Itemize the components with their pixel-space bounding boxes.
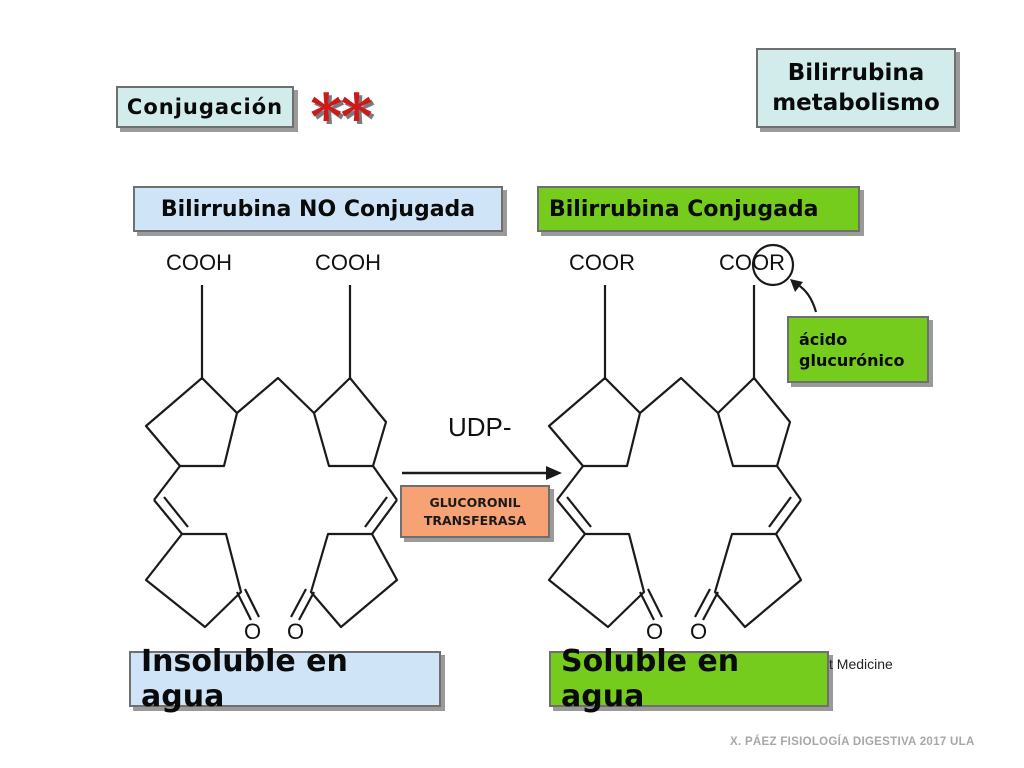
double-bond xyxy=(556,499,586,535)
carbonyl-bond xyxy=(647,588,663,618)
carbonyl-bond xyxy=(639,591,655,621)
carbonyl-bond xyxy=(298,591,315,621)
lactam-ring xyxy=(713,532,803,629)
soluble-label: Soluble en agua xyxy=(561,644,740,714)
carboxyl-label: COOH xyxy=(315,250,381,275)
methylene-bridge xyxy=(236,376,315,414)
ester-label: COOR xyxy=(719,250,785,275)
insoluble-box: Insoluble en agua xyxy=(129,644,441,714)
double-bond xyxy=(371,499,398,535)
pyrrole-ring xyxy=(716,376,792,468)
insoluble-label: Insoluble en agua xyxy=(141,644,348,714)
title-box: Bilirrubina metabolismo xyxy=(756,48,956,128)
reaction-arrow-head xyxy=(546,466,562,480)
enzyme-box: GLUCORONIL TRANSFERASA xyxy=(400,485,550,538)
annotation-arrow-head xyxy=(790,279,803,292)
carbonyl-bond xyxy=(702,591,719,621)
bond xyxy=(372,465,398,501)
conjugated-heading: Bilirrubina Conjugada xyxy=(549,196,819,222)
double-bond-inner xyxy=(768,496,792,528)
section-label: Conjugación xyxy=(126,95,284,119)
double-bond-inner xyxy=(364,496,388,528)
source-fragment: t Medicine xyxy=(829,656,893,672)
lactam-ring xyxy=(309,532,399,629)
unconjugated-heading: Bilirrubina NO Conjugada xyxy=(160,196,476,222)
pyrrole-ring xyxy=(547,376,642,468)
cofactor-label: UDP- xyxy=(448,412,512,442)
carbonyl-bond xyxy=(244,588,260,618)
double-bond xyxy=(775,499,802,535)
carbonyl-bond xyxy=(290,588,307,618)
bond xyxy=(153,465,181,501)
methylene-bridge xyxy=(639,376,719,414)
stars-mark: ** xyxy=(310,80,373,153)
conjugated-bilirubin-structure xyxy=(547,243,818,629)
conjugated-heading-box: Bilirrubina Conjugada xyxy=(537,186,860,232)
oxygen-label: O xyxy=(287,619,305,644)
pyrrole-ring xyxy=(144,376,239,468)
double-bond-inner xyxy=(163,496,189,528)
double-bond-inner xyxy=(566,496,592,528)
unconjugated-heading-box: Bilirrubina NO Conjugada xyxy=(133,186,503,232)
double-bond xyxy=(153,499,183,535)
annotation-arrow-line xyxy=(796,283,818,313)
glucuronic-acid-box: ácido glucurónico xyxy=(787,316,929,383)
lactam-ring xyxy=(547,532,646,629)
pyrrole-ring xyxy=(312,376,388,468)
enzyme-line-1: GLUCORONIL xyxy=(429,494,521,510)
unconjugated-bilirubin-structure xyxy=(144,285,399,629)
enzyme-line-2: TRANSFERASA xyxy=(423,512,527,528)
oxygen-label: O xyxy=(690,619,708,644)
soluble-box: Soluble en agua xyxy=(549,644,829,714)
section-label-box: Conjugación xyxy=(116,86,294,128)
carbonyl-bond xyxy=(236,591,252,621)
highlight-circle xyxy=(751,243,795,287)
oxygen-label: O xyxy=(244,619,262,644)
annotation-line-1: ácido xyxy=(799,329,848,349)
lactam-ring xyxy=(144,532,243,629)
bond xyxy=(776,465,802,501)
title-line-2: metabolismo xyxy=(772,90,940,116)
footer-credit: X. PÁEZ FISIOLOGÍA DIGESTIVA 2017 ULA xyxy=(730,736,975,748)
carboxyl-label: COOH xyxy=(166,250,232,275)
ester-label: COOR xyxy=(569,250,635,275)
title-line-1: Bilirrubina xyxy=(787,60,925,86)
carbonyl-bond xyxy=(694,588,711,618)
oxygen-label: O xyxy=(646,619,664,644)
bond xyxy=(556,465,584,501)
annotation-line-2: glucurónico xyxy=(799,350,905,370)
